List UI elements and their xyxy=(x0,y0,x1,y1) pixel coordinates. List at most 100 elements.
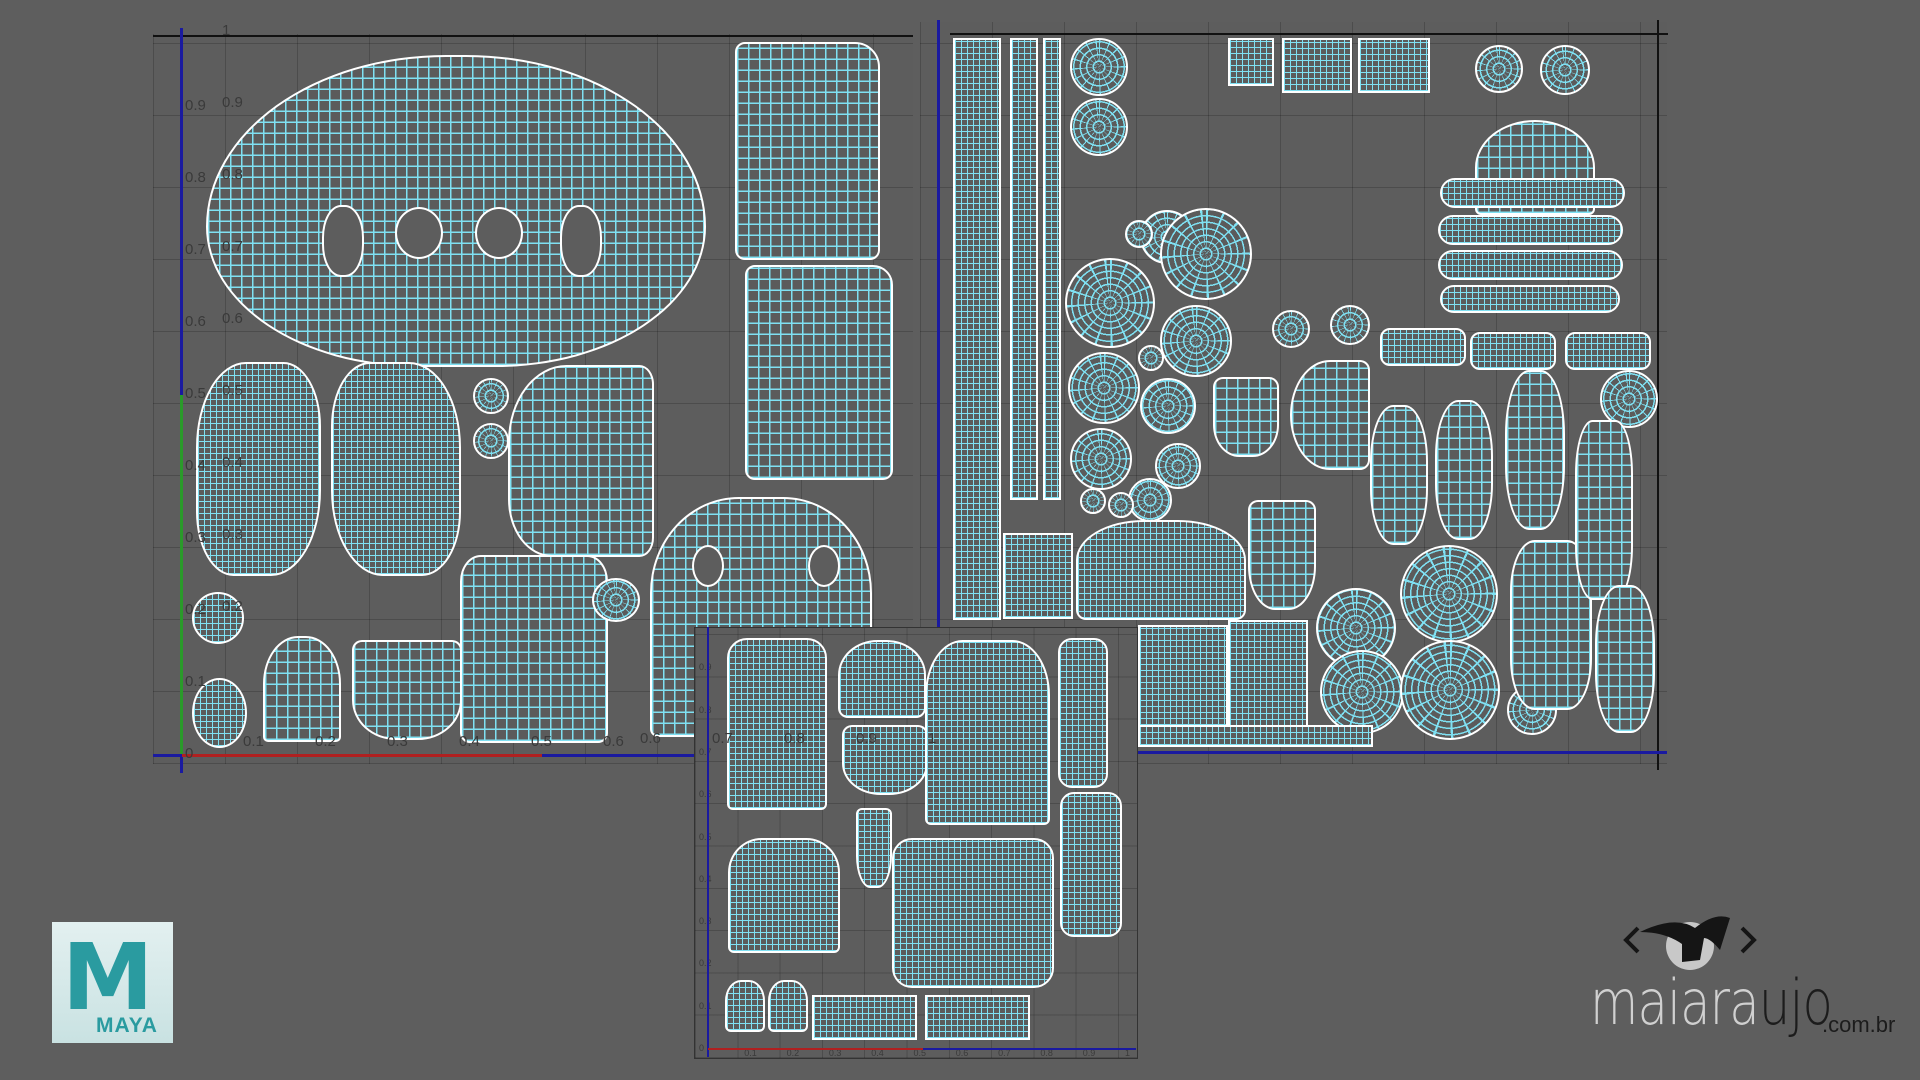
uv-border-right xyxy=(1657,20,1659,770)
uv-hole-eye xyxy=(475,207,523,259)
brand-word-light: maiara xyxy=(1590,966,1760,1039)
uv-shell-boot xyxy=(1435,400,1493,540)
u-tick-label: 0.1 xyxy=(243,733,264,750)
uv-shell-hand xyxy=(196,362,321,576)
uv-shell-block xyxy=(1138,625,1228,745)
uv-shell-ring xyxy=(1272,310,1310,348)
v-tick-label: 0.5 xyxy=(699,831,712,842)
uv-shell-ring xyxy=(1140,378,1196,434)
uv-shell-ring xyxy=(1540,45,1590,95)
uv-shell-leg xyxy=(508,365,654,557)
uv-shell-ring xyxy=(1070,428,1132,490)
uv-shell-ring xyxy=(1155,443,1201,489)
uv-shell-band xyxy=(1440,178,1625,208)
u-tick-label: 0.5 xyxy=(913,1048,927,1058)
v-axis-green xyxy=(180,395,183,755)
uv-shell-small xyxy=(473,378,509,414)
uv-hole-eye xyxy=(560,205,602,277)
uv-hole-eye xyxy=(395,207,443,259)
uv-shell-ring xyxy=(1068,352,1140,424)
uv-shell-ring xyxy=(1065,258,1155,348)
uv-border-top xyxy=(950,33,1668,35)
v-tick-label: 0.8 xyxy=(699,704,712,715)
uv-shell-strip xyxy=(1010,38,1038,500)
uv-shell-foot xyxy=(263,636,341,742)
v-tick-label: 0.9 xyxy=(699,662,712,673)
uv-shell-coat xyxy=(727,638,827,810)
uv-shell-hand xyxy=(331,362,461,576)
uv-shell-ring xyxy=(1160,208,1252,300)
uv-shell-boot xyxy=(1370,405,1428,545)
uv-shell-band xyxy=(1440,285,1620,313)
u-tick-label: 0.8 xyxy=(784,730,805,747)
u-tick-label: 0.7 xyxy=(998,1048,1011,1058)
v-tick-label: 0.8 xyxy=(185,169,206,186)
u-tick-label: 0.7 xyxy=(712,730,733,747)
uv-shell-top xyxy=(728,838,840,953)
u-tick-label: 0.3 xyxy=(387,733,408,750)
uv-shell-hat xyxy=(838,640,926,718)
uv-shell-skirt xyxy=(460,555,608,743)
v-tick-label: 0.7 xyxy=(699,746,712,757)
uv-shell-small xyxy=(473,423,509,459)
v-tick-label: 0.1 xyxy=(699,1000,712,1011)
uv-shell-boot xyxy=(1595,585,1655,733)
u-axis xyxy=(923,1048,1136,1050)
uv-shell-ring xyxy=(1070,38,1128,96)
uv-shell-block xyxy=(1003,533,1073,619)
v-tick-label: 0.5 xyxy=(222,382,243,399)
uv-shell-boot xyxy=(1248,500,1316,610)
brand-wordmark: maiaraujo xyxy=(1590,966,1833,1039)
uv-shell-block xyxy=(1380,328,1466,366)
v-tick-label: 0.6 xyxy=(185,313,206,330)
v-tick-label: 0 xyxy=(699,1043,705,1053)
uv-shell-tie xyxy=(856,808,892,888)
uv-shell-sleeve xyxy=(1060,792,1122,937)
uv-shell-boot xyxy=(1213,377,1279,457)
v-tick-label: 0.4 xyxy=(185,457,206,474)
u-tick-label: 0.4 xyxy=(871,1048,884,1058)
u-tick-label: 0.2 xyxy=(315,733,336,750)
uv-shell-foot xyxy=(352,640,462,740)
uv-shell-sleeve xyxy=(735,42,880,260)
uv-hole-arm xyxy=(692,545,724,587)
v-tick-label: 0.5 xyxy=(185,385,206,402)
uv-hole-eye xyxy=(322,205,364,277)
uv-shell-ring xyxy=(1125,220,1153,248)
v-tick-label: 0.7 xyxy=(222,238,243,255)
uv-shell-strip xyxy=(1043,38,1061,500)
uv-shell-block xyxy=(1470,332,1556,370)
v-tick-label: 0.2 xyxy=(699,958,712,969)
u-tick-label: 0.4 xyxy=(459,733,480,750)
brand-word-dark: ujo xyxy=(1758,966,1833,1039)
u-axis xyxy=(1132,751,1667,754)
uv-shell-belt xyxy=(812,995,917,1040)
uv-shell-boot xyxy=(1505,370,1565,530)
uv-shell-strip xyxy=(953,38,1001,620)
uv-border-top xyxy=(153,35,913,37)
v-tick-label: 1 xyxy=(222,22,231,39)
v-axis xyxy=(937,20,940,755)
uv-shell-ring xyxy=(1330,305,1370,345)
u-axis-red xyxy=(182,754,542,757)
maiaraujo-logo: maiaraujo .com.br xyxy=(1590,910,1895,1060)
uv-shell-band xyxy=(1438,250,1623,280)
uv-shell-ring xyxy=(1138,345,1164,371)
v-tick-label: 0.4 xyxy=(699,873,712,884)
v-tick-label: 0.4 xyxy=(222,454,243,471)
maya-logo-mark: M xyxy=(62,924,154,1031)
u-tick-label: 0.6 xyxy=(955,1048,969,1058)
uv-shell-sleeve xyxy=(745,265,893,480)
uv-shell-dress xyxy=(925,640,1050,825)
uv-shell-pants xyxy=(892,838,1054,988)
uv-shell-boot xyxy=(1575,420,1633,600)
v-tick-label: 0.6 xyxy=(699,789,712,800)
uv-shell-block xyxy=(1228,38,1274,86)
uv-shell-sleeve xyxy=(1058,638,1108,788)
uv-shell-small xyxy=(592,578,640,622)
uv-shell-face xyxy=(206,55,706,367)
u-tick-label: 0.6 xyxy=(603,733,624,750)
v-tick-label: 0.9 xyxy=(185,97,206,114)
u-tick-label: 0.6 xyxy=(640,730,661,747)
v-axis xyxy=(707,627,709,1057)
